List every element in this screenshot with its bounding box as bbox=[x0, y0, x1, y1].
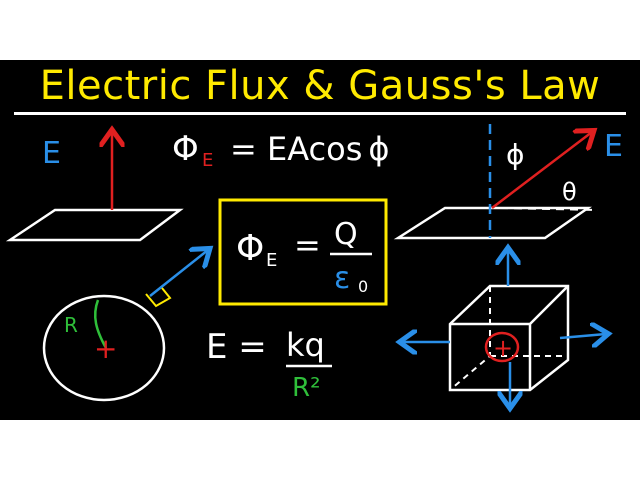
cube-charge-ring bbox=[484, 331, 520, 363]
gauss-law-box: Φ E = Q ε 0 bbox=[218, 198, 388, 306]
right-dashed-line bbox=[499, 207, 599, 211]
flux-symbol: Φ bbox=[172, 129, 199, 169]
cube-arrow-right bbox=[559, 334, 606, 338]
right-plane-diagram: ϕ E θ bbox=[393, 124, 623, 240]
radius-label: R bbox=[64, 313, 78, 337]
left-plane-diagram: E bbox=[5, 132, 184, 242]
right-field-arrow bbox=[491, 132, 592, 209]
gauss-flux-subscript: E bbox=[266, 250, 277, 271]
e-label-right: E bbox=[604, 129, 623, 164]
e-label-left: E bbox=[42, 136, 61, 171]
title-bar: Electric Flux & Gauss's Law bbox=[0, 60, 640, 115]
gaussian-sphere bbox=[42, 294, 166, 402]
gauss-frame bbox=[218, 198, 388, 306]
sphere-diagram: R + bbox=[42, 250, 208, 402]
field-denominator: R² bbox=[292, 373, 321, 403]
flux-subscript: E bbox=[202, 150, 213, 171]
area-element bbox=[145, 287, 172, 308]
sphere-field-arrow bbox=[149, 250, 208, 297]
field-formula: E = kq R² bbox=[206, 326, 332, 403]
gauss-epsilon-sub: 0 bbox=[358, 277, 368, 296]
left-plane bbox=[5, 208, 184, 242]
field-lhs: E = bbox=[206, 327, 267, 367]
field-numerator: kq bbox=[286, 326, 325, 364]
page-title: Electric Flux & Gauss's Law bbox=[39, 63, 601, 109]
gauss-flux-symbol: Φ bbox=[236, 228, 264, 269]
gauss-equals: = bbox=[294, 226, 321, 264]
right-plane bbox=[393, 206, 592, 240]
cube-edges bbox=[450, 285, 569, 390]
gauss-charge: Q bbox=[334, 217, 358, 252]
phi-label: ϕ bbox=[506, 138, 524, 171]
theta-label: θ bbox=[562, 178, 577, 206]
radius-line bbox=[94, 299, 108, 349]
point-charge-cube: + bbox=[493, 334, 513, 362]
cube-diagram: + bbox=[402, 250, 606, 406]
title-underline bbox=[14, 112, 626, 115]
point-charge-circle: + bbox=[94, 332, 117, 365]
gauss-epsilon: ε bbox=[334, 261, 350, 296]
